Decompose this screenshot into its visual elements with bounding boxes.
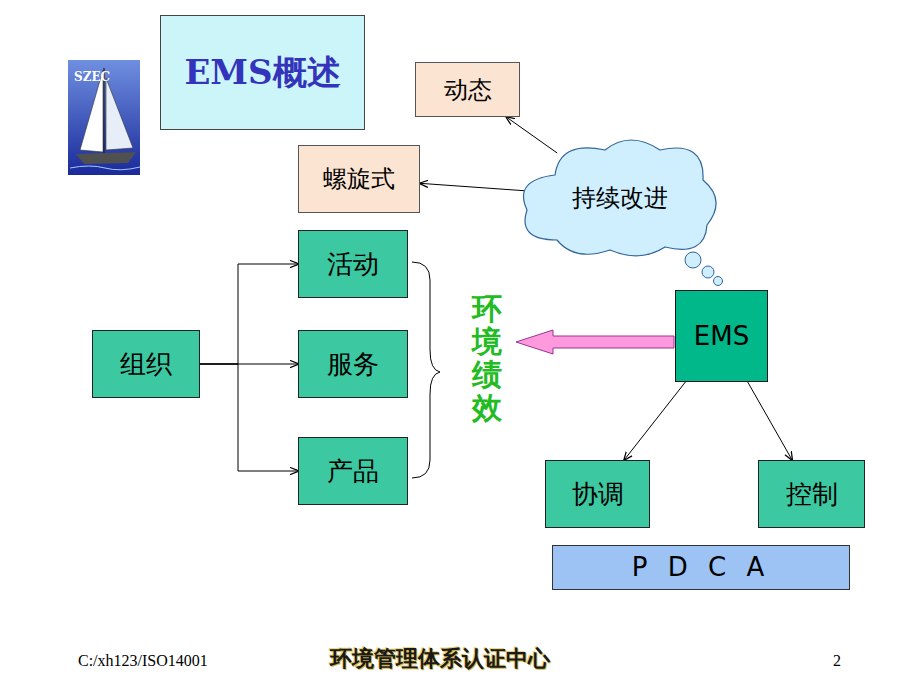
node-text: EMS bbox=[694, 320, 749, 353]
node-text: 螺旋式 bbox=[323, 164, 395, 194]
node-text: 控制 bbox=[786, 478, 838, 511]
cycle-band: P D C A bbox=[552, 545, 850, 590]
node-text: 协调 bbox=[572, 478, 624, 511]
file-path: C:/xh123/ISO14001 bbox=[78, 652, 208, 670]
process-box: 协调 bbox=[545, 460, 650, 528]
node-text: 活动 bbox=[327, 248, 379, 281]
node-text: 服务 bbox=[327, 348, 379, 381]
process-box: 活动 bbox=[298, 230, 408, 298]
logo-sailboat bbox=[68, 60, 140, 175]
connector-arrow bbox=[506, 117, 557, 153]
node-text: 动态 bbox=[444, 75, 492, 105]
process-box: 服务 bbox=[298, 330, 408, 398]
process-box: 控制 bbox=[758, 460, 865, 528]
organization-watermark: 环境管理体系认证中心 bbox=[330, 644, 550, 674]
title-text: EMS概述 bbox=[184, 50, 340, 96]
thought-cloud: 持续改进 bbox=[515, 135, 725, 260]
pink-arrow bbox=[516, 330, 674, 354]
outcome-label: 环境绩效 bbox=[472, 292, 502, 424]
brace bbox=[412, 262, 440, 478]
node-text: 产品 bbox=[327, 455, 379, 488]
state-box: 螺旋式 bbox=[298, 145, 420, 213]
connector-arrow bbox=[624, 382, 685, 460]
process-box: 组织 bbox=[92, 330, 200, 398]
connector-arrow bbox=[200, 264, 298, 364]
page-number: 2 bbox=[833, 652, 841, 670]
state-box: 动态 bbox=[415, 62, 520, 117]
system-box: EMS bbox=[675, 290, 768, 382]
node-text: 持续改进 bbox=[572, 183, 668, 213]
process-box: 产品 bbox=[298, 437, 408, 505]
connector-arrow bbox=[748, 382, 792, 460]
logo-text: SZEC bbox=[74, 70, 110, 84]
connector-arrow bbox=[200, 364, 298, 471]
title-box: EMS概述 bbox=[160, 15, 365, 130]
node-text: 组织 bbox=[120, 348, 172, 381]
connector-arrow bbox=[420, 183, 533, 191]
node-text: P D C A bbox=[632, 551, 770, 584]
thought-bubbles bbox=[685, 252, 723, 286]
